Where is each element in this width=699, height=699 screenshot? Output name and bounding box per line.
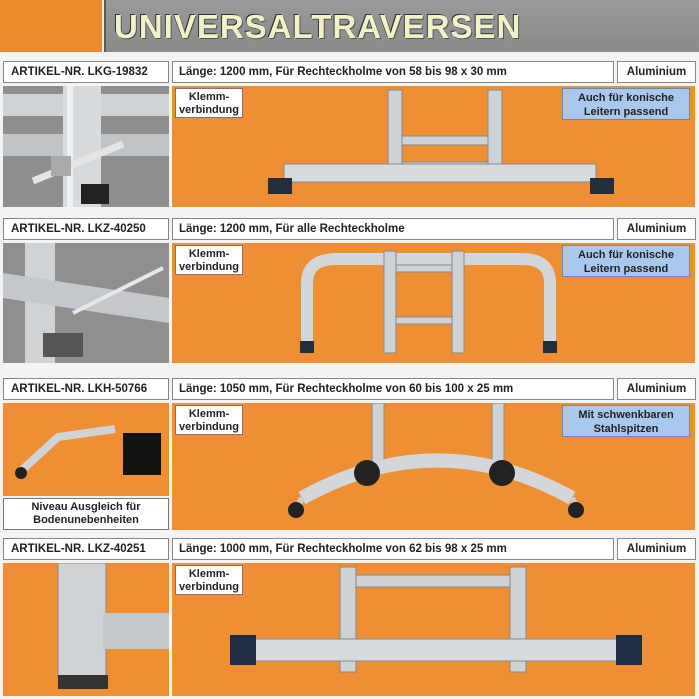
tag-line: Klemm- xyxy=(188,568,230,580)
article-number: ARTIKEL-NR. LKZ-40250 xyxy=(3,218,169,240)
note-line: Auch für konische xyxy=(578,92,674,104)
detail-photo xyxy=(3,403,169,496)
tag-line: verbindung xyxy=(179,261,239,273)
note-line: Stahlspitzen xyxy=(593,423,659,435)
detail-photo xyxy=(3,243,169,363)
feature-note: Auch für konische Leitern passend xyxy=(562,88,690,120)
header-banner xyxy=(104,0,699,52)
tag-line: Klemm- xyxy=(188,248,230,260)
feature-note: Auch für konische Leitern passend xyxy=(562,245,690,277)
page-title: UNIVERSALTRAVERSEN xyxy=(114,8,522,45)
note-line: Leitern passend xyxy=(583,263,669,275)
product-photo xyxy=(172,563,695,696)
product-description: Länge: 1200 mm, Für Rechteckholme von 58… xyxy=(172,61,614,83)
article-number: ARTIKEL-NR. LKG-19832 xyxy=(3,61,169,83)
product-photo xyxy=(172,243,695,363)
material-label: Aluminium xyxy=(617,538,696,560)
feature-note: Mit schwenkbaren Stahlspitzen xyxy=(562,405,690,437)
sub-caption-line: Bodenunebenheiten xyxy=(33,514,139,526)
product-photo xyxy=(172,86,695,207)
sub-caption: Niveau Ausgleich für Bodenunebenheiten xyxy=(3,498,169,530)
note-line: Mit schwenkbaren xyxy=(578,409,674,421)
detail-photo xyxy=(3,86,169,207)
tag-line: Klemm- xyxy=(188,91,230,103)
sub-caption-line: Niveau Ausgleich für xyxy=(31,501,141,513)
clamp-connection-tag: Klemm- verbindung xyxy=(175,88,243,118)
material-label: Aluminium xyxy=(617,218,696,240)
product-description: Länge: 1200 mm, Für alle Rechteckholme xyxy=(172,218,614,240)
header-accent xyxy=(0,0,102,52)
product-description: Länge: 1050 mm, Für Rechteckholme von 60… xyxy=(172,378,614,400)
material-label: Aluminium xyxy=(617,378,696,400)
tag-line: verbindung xyxy=(179,421,239,433)
article-number: ARTIKEL-NR. LKZ-40251 xyxy=(3,538,169,560)
detail-photo xyxy=(3,563,169,696)
article-number: ARTIKEL-NR. LKH-50766 xyxy=(3,378,169,400)
note-line: Leitern passend xyxy=(583,106,669,118)
material-label: Aluminium xyxy=(617,61,696,83)
tag-line: Klemm- xyxy=(188,408,230,420)
product-description: Länge: 1000 mm, Für Rechteckholme von 62… xyxy=(172,538,614,560)
clamp-connection-tag: Klemm- verbindung xyxy=(175,245,243,275)
tag-line: verbindung xyxy=(179,104,239,116)
clamp-connection-tag: Klemm- verbindung xyxy=(175,405,243,435)
tag-line: verbindung xyxy=(179,581,239,593)
note-line: Auch für konische xyxy=(578,249,674,261)
clamp-connection-tag: Klemm- verbindung xyxy=(175,565,243,595)
